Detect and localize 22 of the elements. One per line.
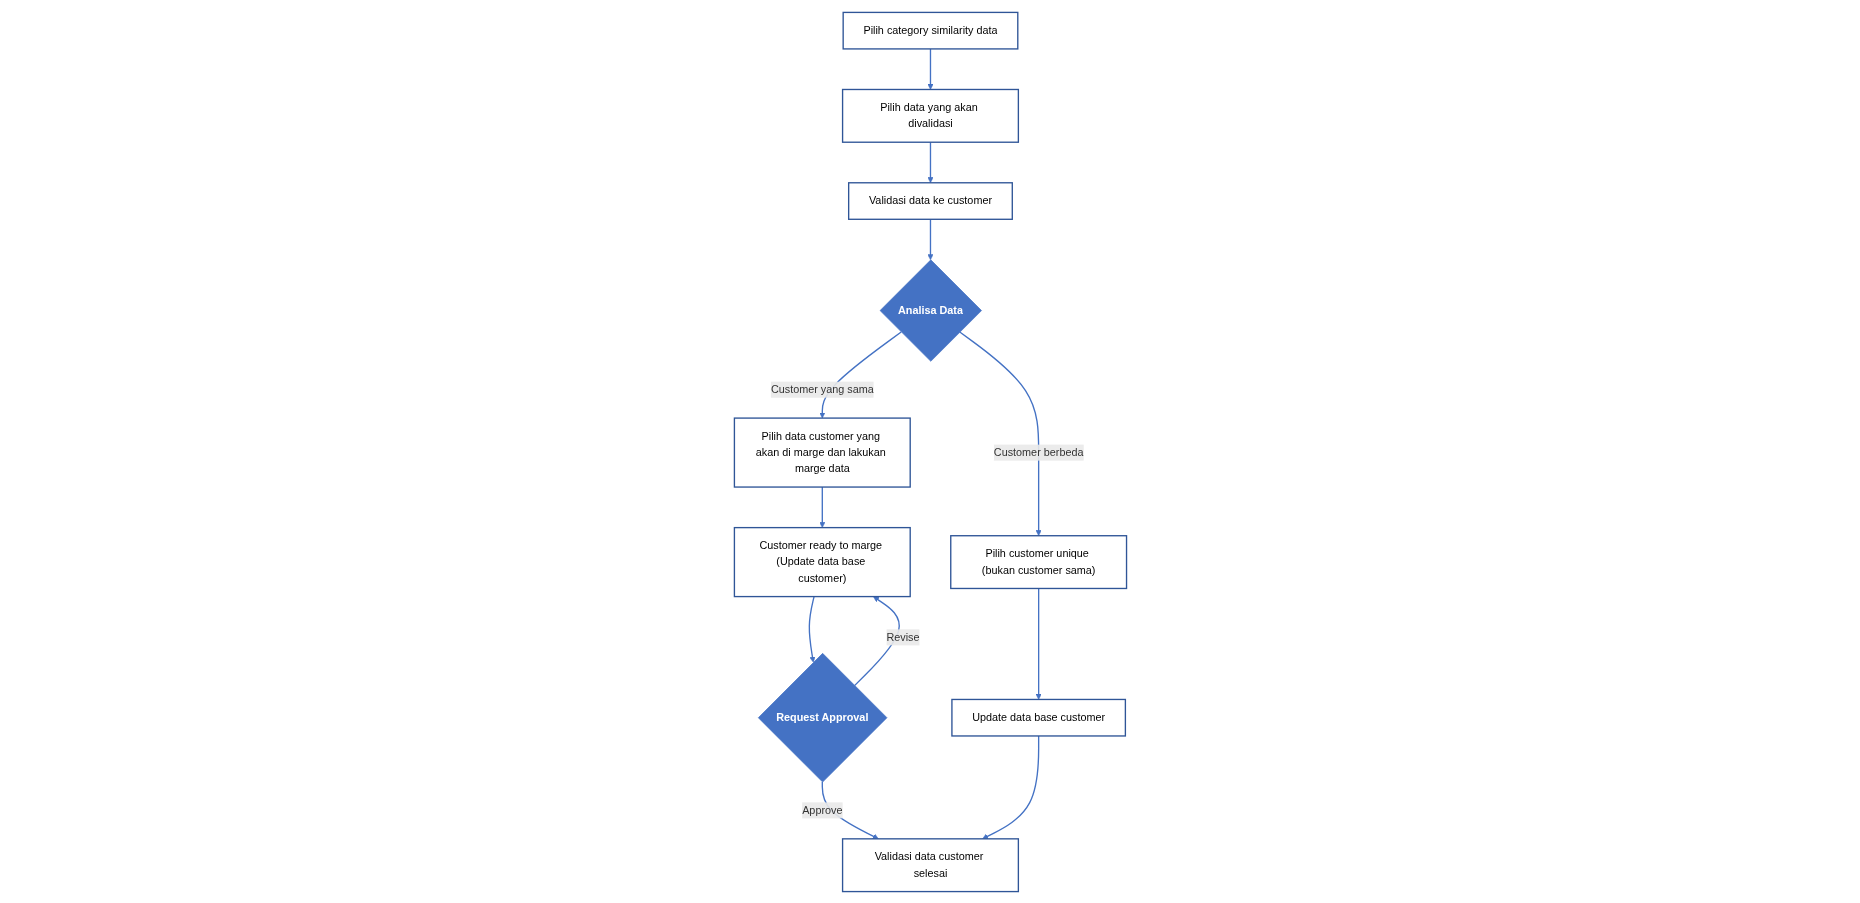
arrow <box>808 595 815 663</box>
node-diamond: Request Approval <box>757 652 887 782</box>
node-box: Pilih data customer yang akan di marge dan lakukan marge data <box>733 416 911 488</box>
node-box: Update data base customer <box>950 698 1126 737</box>
arrow <box>818 485 825 528</box>
node-box: Pilih data yang akan divalidasi <box>841 88 1019 143</box>
node-box: Pilih customer unique (bukan customer sama) <box>949 534 1127 589</box>
node-box: Customer ready to marge (Update data base customer) <box>733 526 911 597</box>
arrow <box>958 330 1042 536</box>
edge-label: Customer berbeda <box>993 445 1083 458</box>
arrow <box>927 218 933 260</box>
node-box: Pilih category similarity data <box>842 11 1018 50</box>
node-box: Validasi data ke customer <box>847 181 1013 220</box>
edge-label: Customer yang sama <box>770 383 874 395</box>
arrow <box>927 141 933 183</box>
arrow <box>981 734 1039 839</box>
edge-label: Revise <box>885 630 920 643</box>
edge-label: Approve <box>801 803 842 816</box>
arrow <box>1035 587 1042 700</box>
arrow <box>927 47 933 90</box>
node-diamond: Analisa Data <box>879 259 982 362</box>
node-box: Validasi data customer selesai <box>841 837 1019 892</box>
